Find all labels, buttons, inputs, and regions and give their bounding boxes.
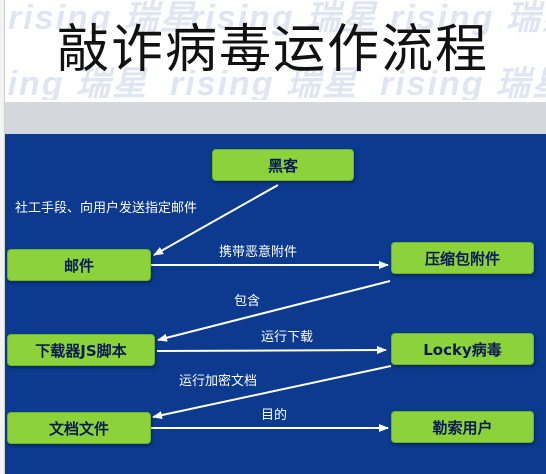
title-band: rising 瑞星 rising 瑞星 rising 瑞星 rising 瑞星 … bbox=[0, 0, 546, 102]
left-edge-strip bbox=[0, 0, 5, 474]
node-hacker: 黑客 bbox=[212, 149, 354, 181]
watermark-logo: rising 瑞星 rising 瑞星 rising 瑞星 rising 瑞星 … bbox=[0, 0, 546, 100]
page-title: 敲诈病毒运作流程 bbox=[56, 20, 489, 80]
watermark-text: rising 瑞星 bbox=[390, 0, 546, 37]
node-downloader-js: 下载器JS脚本 bbox=[7, 334, 155, 366]
watermark-text: rising 瑞星 bbox=[190, 0, 379, 37]
node-email: 邮件 bbox=[7, 249, 151, 281]
arrow-locky-to-docs bbox=[152, 365, 392, 420]
arrow-hacker-to-email bbox=[153, 184, 279, 256]
edge-label-zip-to-downloader: 包含 bbox=[234, 294, 261, 309]
arrow-downloader-to-locky bbox=[156, 346, 387, 355]
arrow-zip-to-downloader bbox=[157, 280, 391, 342]
watermark-text: rising 瑞星 bbox=[170, 65, 359, 100]
watermark-text: rising 瑞星 bbox=[8, 0, 197, 37]
node-locky: Locky病毒 bbox=[391, 333, 534, 365]
watermark-text: rising 瑞星 bbox=[0, 65, 149, 100]
edge-label-email-to-zip: 携带恶意附件 bbox=[219, 245, 298, 260]
edge-label-docs-to-ransom: 目的 bbox=[261, 408, 288, 423]
node-doc-files: 文档文件 bbox=[7, 412, 151, 444]
node-ransom-user: 勒索用户 bbox=[391, 411, 534, 443]
edge-label-locky-to-docs: 运行加密文档 bbox=[179, 374, 258, 389]
watermark-text: rising 瑞星 bbox=[380, 65, 546, 100]
edge-label-downloader-to-locky: 运行下载 bbox=[261, 330, 314, 345]
header-band bbox=[0, 102, 546, 134]
edge-label-hacker-to-email: 社工手段、向用户发送指定邮件 bbox=[15, 201, 198, 216]
node-zip-attachment: 压缩包附件 bbox=[391, 242, 534, 274]
